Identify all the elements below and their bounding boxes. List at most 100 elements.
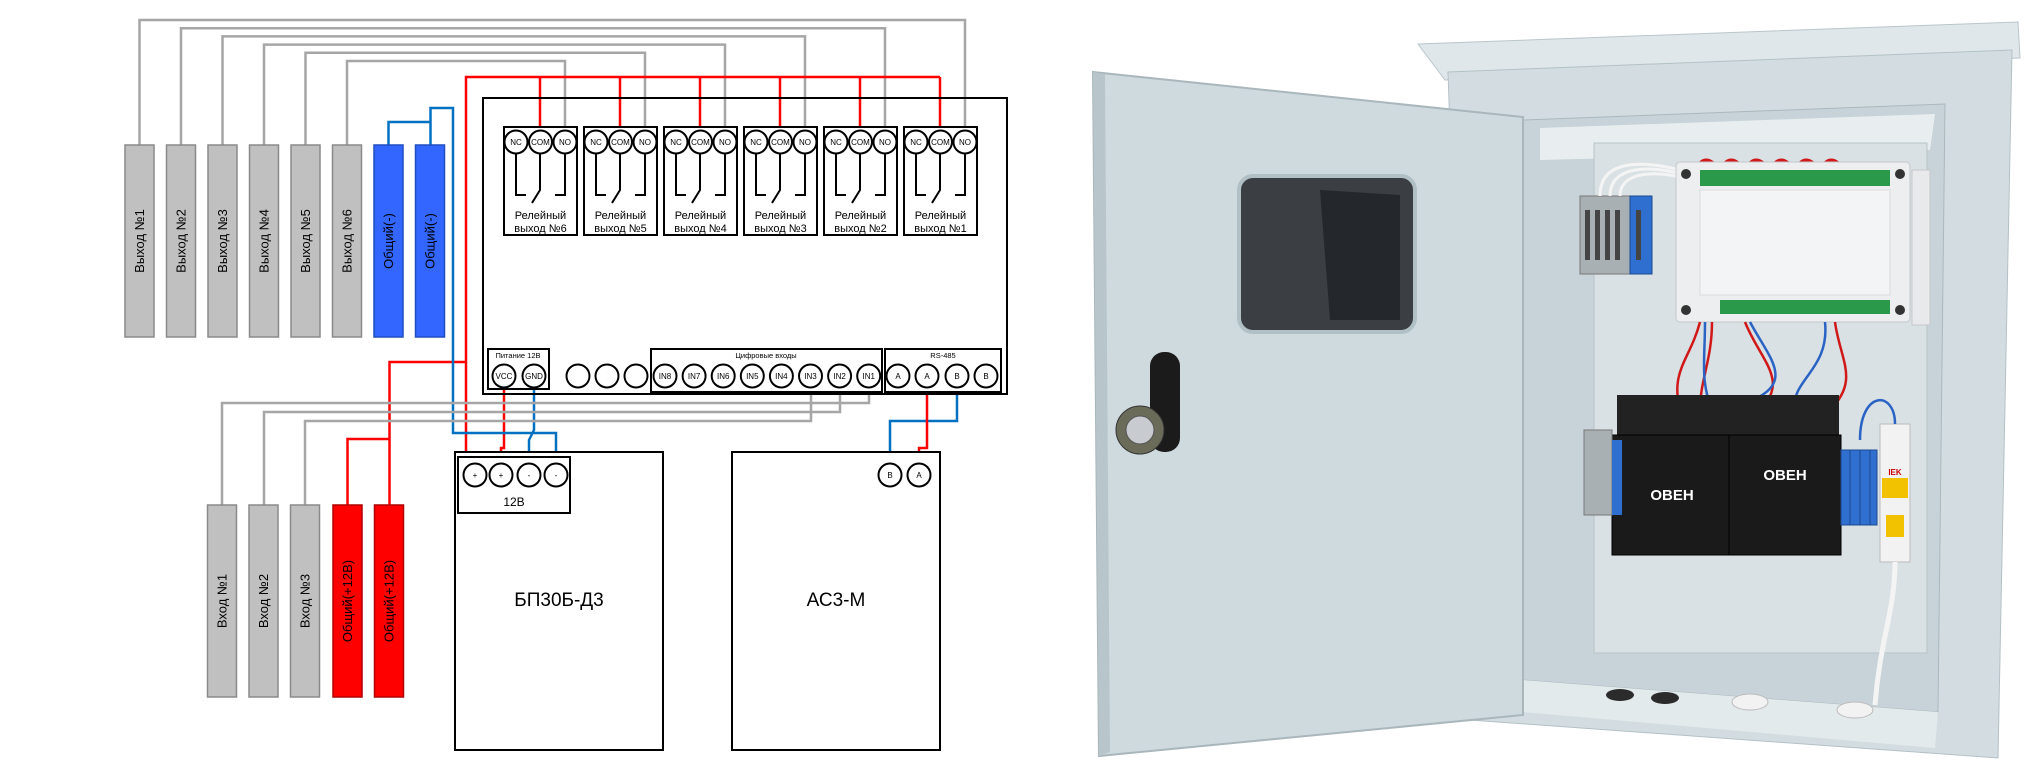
wires [138, 18, 967, 505]
relay-nc-terminal [743, 129, 769, 155]
common-minus-bar-label: Общий(-) [423, 213, 438, 269]
common-plus-bar-label: Общий(+12В) [340, 560, 355, 642]
rs485-terminal-label: A [895, 372, 901, 381]
psu-terminal-label: - [555, 471, 558, 480]
psu-terminal-label: - [528, 471, 531, 480]
digital-input-terminal [798, 363, 823, 389]
digital-input-terminal [710, 363, 736, 389]
relay-label-line1: Релейный [675, 210, 726, 222]
relay-nc-terminal-label: NC [830, 138, 842, 147]
digital-input-terminal-label: IN6 [717, 372, 730, 381]
relay-no-terminal [712, 129, 738, 155]
output-bar-label: Выход №1 [132, 209, 147, 273]
converter-terminal-label: B [887, 471, 892, 480]
psu-terminal-label: + [499, 471, 504, 480]
digital-input-terminal-label: IN5 [746, 372, 759, 381]
output-bar: Выход №6 [331, 144, 363, 338]
common-minus-bar-label: Общий(-) [381, 213, 396, 269]
gnd-terminal [521, 363, 547, 389]
psu-terminal [543, 462, 569, 488]
common-minus-wire [387, 120, 431, 145]
relay-nc-terminal [503, 129, 529, 155]
common-plus-wire [346, 437, 390, 505]
relay-switch-symbol [595, 154, 646, 204]
digital-input-terminal [739, 363, 765, 389]
door-lock-handle[interactable] [1115, 352, 1180, 455]
relay-no-terminal [872, 129, 898, 155]
rs485-b-wire [888, 388, 959, 463]
output-bar-rect [124, 144, 155, 338]
relay-switch-symbol [915, 154, 966, 204]
circuit-breaker: IEK [1879, 423, 1911, 563]
relay-no-terminal [552, 129, 578, 155]
digital-input-terminal-label: IN8 [659, 372, 672, 381]
rs485-terminal [973, 363, 999, 389]
psu-group-label: 12В [503, 495, 524, 509]
output-bar-label: Выход №4 [257, 209, 272, 273]
output-bar: Выход №5 [290, 144, 321, 338]
relay-label-line2: выход №2 [834, 223, 886, 235]
converter-device-photo: ОВЕН [1728, 395, 1842, 556]
rs485-terminal-label: A [924, 372, 930, 381]
relay-label-line2: выход №6 [514, 223, 566, 235]
relay-nc-terminal-label: NC [510, 138, 522, 147]
output-bar-label: Выход №3 [215, 209, 230, 273]
digital-input-terminal-label: IN7 [688, 372, 701, 381]
psu-terminal [462, 462, 488, 488]
unused-terminal [565, 363, 591, 389]
cable-gland-hole [1606, 689, 1634, 701]
relay-nc-terminal-label: NC [590, 138, 602, 147]
cable-gland [1836, 701, 1874, 719]
input-bar: Вход №1 [206, 504, 238, 698]
cabinet-photo: ОВЕН ОВЕН IEK [1091, 21, 2021, 759]
breaker-brand: IEK [1888, 468, 1902, 477]
output-wire [345, 59, 567, 145]
relay-com-terminal [688, 129, 713, 155]
output-bar-label: Выход №2 [174, 209, 189, 273]
input-bar-rect [248, 504, 279, 698]
common-minus-bar-rect [373, 144, 404, 338]
output-wire [179, 26, 887, 145]
psu-name: БП30Б-Д3 [514, 590, 604, 611]
relay-com-terminal-label: COM [611, 138, 630, 147]
converter-terminal [877, 462, 903, 488]
relay-label-line1: Релейный [915, 210, 966, 222]
digital-input-terminal-label: IN3 [804, 372, 817, 381]
relay-nc-terminal [663, 129, 689, 155]
relay-label-line1: Релейный [755, 210, 806, 222]
digital-input-terminal [652, 363, 678, 389]
rs485-group-title: RS-485 [930, 351, 955, 360]
power-supply-unit: 12В БП30Б-Д3 ++-- [454, 451, 664, 751]
relay-label-line2: выход №4 [674, 223, 726, 235]
relay-com-terminal-label: COM [771, 138, 790, 147]
relay-com-terminal [768, 129, 793, 155]
output-bar-label: Выход №5 [298, 209, 313, 273]
relay-com-terminal-label: COM [931, 138, 950, 147]
common-minus-bar: Общий(-) [373, 144, 404, 338]
output-bar: Выход №1 [124, 144, 155, 338]
door-edge [1093, 72, 1110, 756]
rs485-terminal [885, 363, 911, 389]
relay-switch-symbol [835, 154, 886, 204]
output-bar: Выход №4 [248, 144, 280, 338]
output-bar: Выход №3 [207, 144, 238, 338]
module-box [482, 97, 1008, 395]
input-wire [262, 388, 842, 505]
output-wire [221, 35, 807, 145]
psu-terminal [488, 462, 514, 488]
relay-switch-symbol [755, 154, 806, 204]
relay-no-terminal [632, 129, 658, 155]
input-bar: Вход №2 [248, 504, 279, 698]
psu-device-photo: ОВЕН [1611, 395, 1730, 556]
output-bar-rect [248, 144, 280, 338]
cabinet-lid [1417, 21, 2021, 81]
relay-module-photo [1675, 161, 1931, 326]
cable-gland [1731, 693, 1769, 711]
relay-no-terminal-label: NO [719, 138, 731, 147]
plus-12v-bus-wire [464, 75, 940, 487]
